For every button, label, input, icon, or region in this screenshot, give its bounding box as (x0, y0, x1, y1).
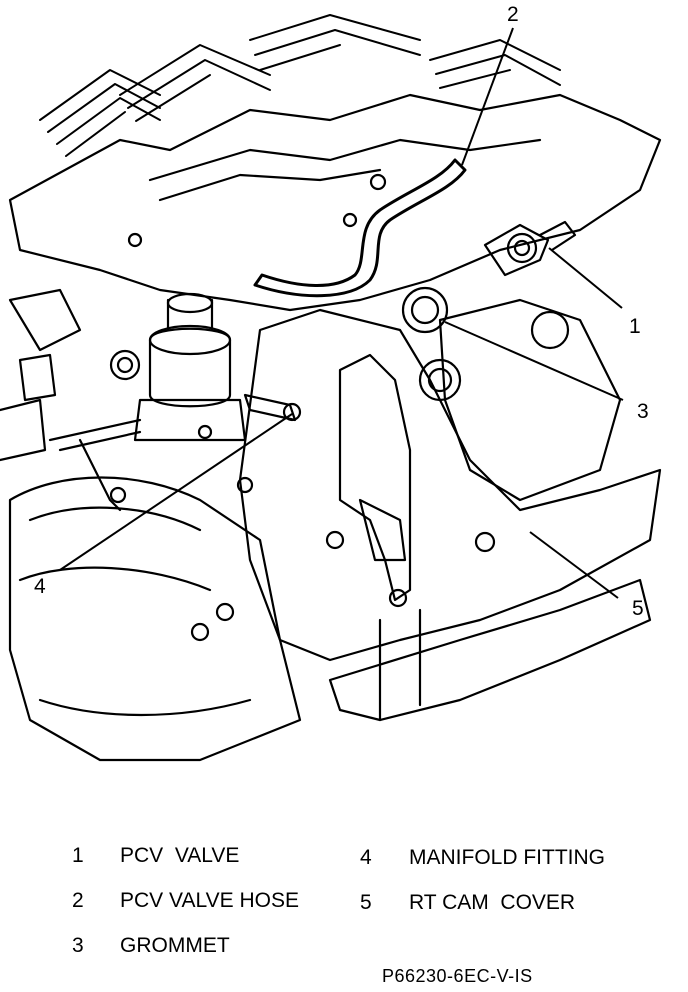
engine-illustration (0, 14, 662, 762)
throttle-linkage (48, 418, 142, 512)
legend-number: 5 (360, 891, 372, 914)
grommet (401, 286, 449, 334)
legend-label: MANIFOLD FITTING (409, 846, 605, 869)
intake-manifold (8, 93, 662, 312)
bolt (109, 486, 127, 504)
legend-label: GROMMET (120, 934, 230, 957)
callout-3: 3 (637, 400, 649, 423)
egr-valve (133, 292, 247, 442)
legend-number: 2 (72, 889, 84, 912)
rt-cam-cover (438, 298, 622, 502)
bolt (236, 476, 254, 494)
bolt (215, 602, 235, 622)
callout-5: 5 (632, 597, 644, 620)
manifold-fitting (243, 393, 302, 422)
figure-code: P66230-6EC-V-IS (382, 966, 533, 986)
manifold-bolt (369, 173, 387, 191)
manifold-ribs (39, 14, 561, 157)
leader-lines (59, 27, 624, 599)
bolt (474, 531, 496, 553)
bolt (325, 530, 345, 550)
legend-label: RT CAM COVER (409, 891, 576, 914)
pcv-valve-hose (253, 158, 467, 298)
callout-2: 2 (507, 3, 519, 26)
legend-label: PCV VALVE (120, 844, 240, 867)
manifold-bolt (127, 232, 143, 248)
pcv-valve (483, 220, 577, 277)
engine-block (238, 308, 662, 662)
bracket (338, 353, 412, 602)
callout-1: 1 (629, 315, 641, 338)
legend-number: 3 (72, 934, 84, 957)
callout-4: 4 (34, 575, 46, 598)
legend-label: PCV VALVE HOSE (120, 889, 299, 912)
legend-number: 4 (360, 846, 372, 869)
bolt (388, 588, 408, 608)
legend-number: 1 (72, 844, 84, 867)
bolt (190, 622, 210, 642)
lower-housing (8, 476, 302, 762)
manifold-bolt (342, 212, 358, 228)
